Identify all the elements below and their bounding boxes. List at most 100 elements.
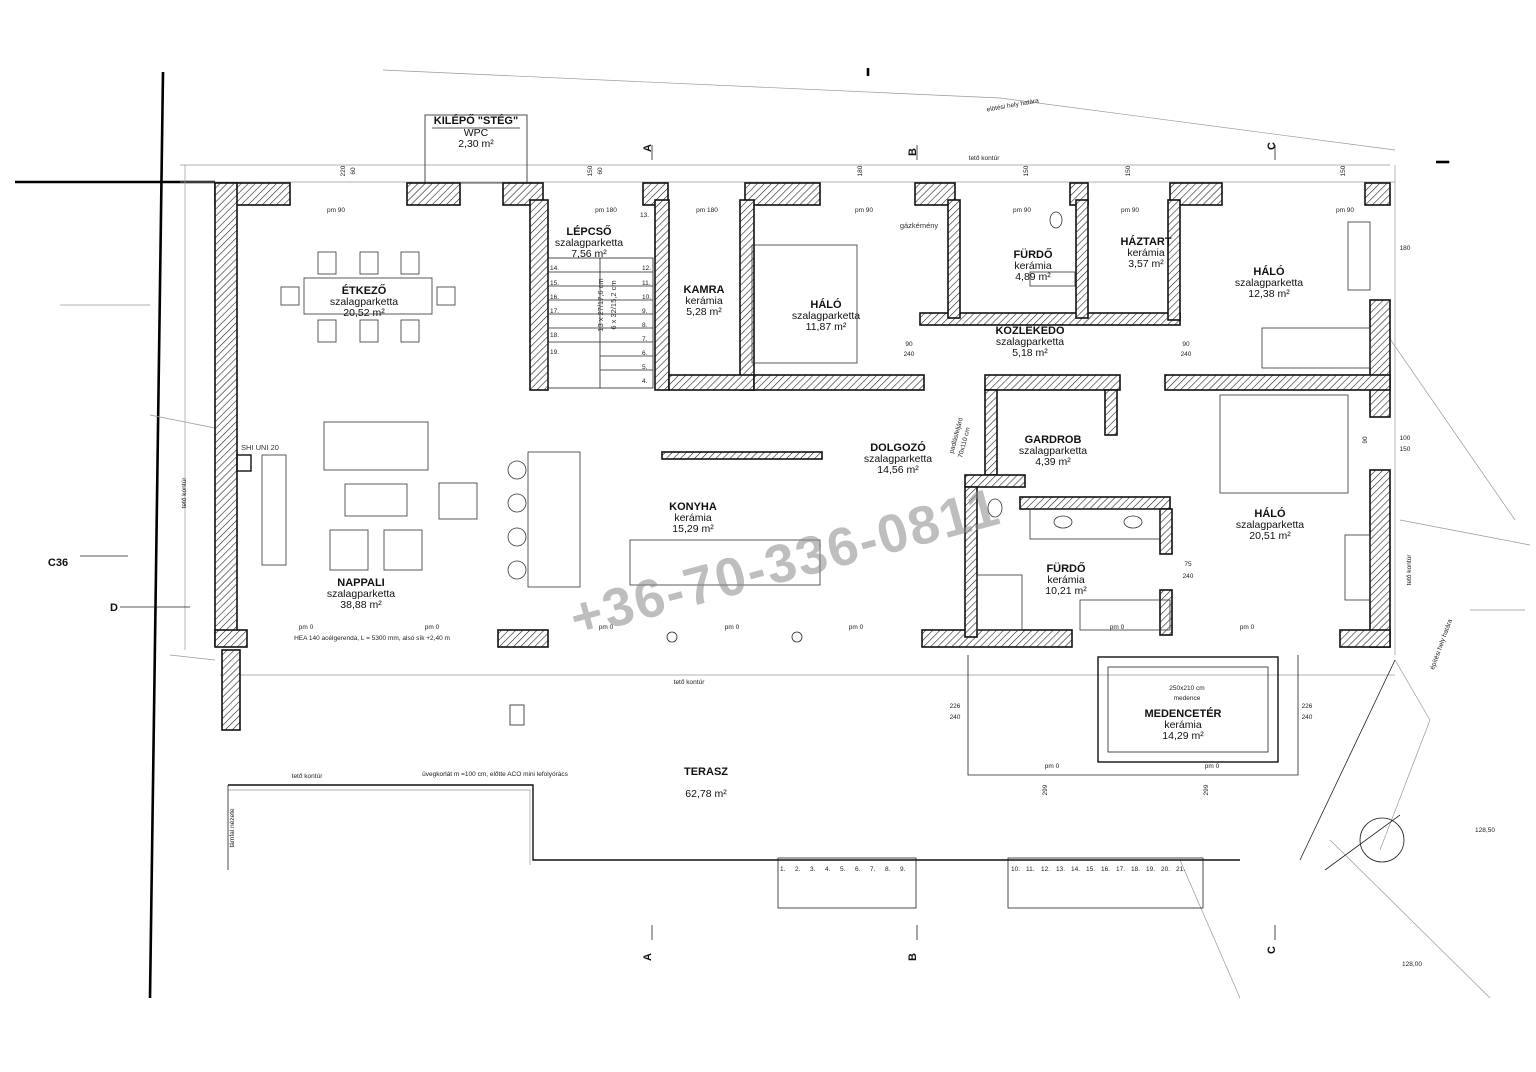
- svg-text:medence: medence: [1174, 695, 1201, 702]
- site-lines: [15, 68, 1531, 999]
- svg-text:kerámia: kerámia: [1014, 260, 1052, 272]
- svg-text:tető kontúr: tető kontúr: [292, 773, 324, 780]
- room-konyha: KONYHA kerámia 15,29 m²: [669, 501, 717, 535]
- svg-text:3.: 3.: [810, 866, 816, 873]
- svg-text:180: 180: [857, 165, 864, 176]
- terrace: [227, 655, 1405, 909]
- room-gardrob: GARDROB szalagparketta 4,39 m²: [1019, 434, 1087, 468]
- svg-text:7.: 7.: [870, 866, 876, 873]
- svg-text:2.: 2.: [795, 866, 801, 873]
- svg-text:KÖZLEKEDŐ: KÖZLEKEDŐ: [995, 324, 1065, 337]
- room-halo-1: HÁLÓ szalagparketta 11,87 m²: [792, 298, 860, 333]
- svg-text:299: 299: [1042, 784, 1049, 795]
- svg-text:GARDROB: GARDROB: [1025, 434, 1082, 446]
- svg-text:150: 150: [1023, 165, 1030, 176]
- svg-text:C: C: [1266, 946, 1278, 954]
- svg-text:250x210 cm: 250x210 cm: [1169, 685, 1204, 692]
- svg-text:5,18 m²: 5,18 m²: [1012, 347, 1048, 359]
- svg-text:építési hely határa: építési hely határa: [1429, 618, 1454, 671]
- svg-text:pm 90: pm 90: [855, 207, 873, 214]
- exterior-walls: [214, 182, 1391, 731]
- svg-text:FÜRDŐ: FÜRDŐ: [1013, 248, 1053, 261]
- svg-text:5.: 5.: [840, 866, 846, 873]
- svg-text:HÁLÓ: HÁLÓ: [1254, 507, 1286, 520]
- svg-text:13.: 13.: [640, 212, 649, 219]
- svg-text:KONYHA: KONYHA: [669, 501, 717, 513]
- svg-text:C36: C36: [48, 557, 68, 569]
- svg-text:226: 226: [950, 703, 961, 710]
- svg-text:HÁZTART: HÁZTART: [1120, 235, 1171, 248]
- svg-text:kerámia: kerámia: [685, 295, 723, 307]
- svg-text:17.: 17.: [1116, 866, 1125, 873]
- svg-text:38,88 m²: 38,88 m²: [340, 599, 382, 611]
- svg-text:10.: 10.: [1011, 866, 1020, 873]
- svg-text:14.: 14.: [550, 265, 559, 272]
- svg-text:szalagparketta: szalagparketta: [327, 588, 395, 600]
- column-icon: [509, 704, 525, 726]
- svg-text:pm 90: pm 90: [1013, 207, 1031, 214]
- svg-text:5,28 m²: 5,28 m²: [686, 306, 722, 318]
- steg: [424, 114, 528, 184]
- svg-text:100: 100: [1400, 435, 1411, 442]
- room-nappali: NAPPALI szalagparketta 38,88 m²: [327, 577, 395, 611]
- room-terasz: TERASZ 62,78 m²: [684, 766, 728, 800]
- room-kozlekedo: KÖZLEKEDŐ szalagparketta 5,18 m²: [995, 324, 1065, 359]
- svg-text:szalagparketta: szalagparketta: [1236, 519, 1304, 531]
- svg-text:pm 0: pm 0: [1205, 763, 1220, 770]
- svg-text:8.: 8.: [885, 866, 891, 873]
- svg-text:18.: 18.: [550, 332, 559, 339]
- svg-text:11,87 m²: 11,87 m²: [806, 321, 847, 333]
- svg-text:12.: 12.: [642, 265, 651, 272]
- svg-text:60: 60: [597, 167, 604, 175]
- svg-text:1.: 1.: [780, 866, 786, 873]
- room-labels: KILÉPŐ "STÉG" WPC 2,30 m² ÉTKEZŐ szalagp…: [327, 114, 1304, 800]
- room-lepcso: LÉPCSŐ szalagparketta 7,56 m²: [555, 225, 623, 260]
- svg-text:90: 90: [905, 341, 913, 348]
- room-halo-3: HÁLÓ szalagparketta 20,51 m²: [1236, 507, 1304, 542]
- svg-text:KILÉPŐ "STÉG": KILÉPŐ "STÉG": [434, 114, 518, 127]
- svg-text:20,51 m²: 20,51 m²: [1249, 530, 1291, 542]
- svg-text:TERASZ: TERASZ: [684, 766, 728, 778]
- svg-text:226: 226: [1302, 703, 1313, 710]
- svg-text:240: 240: [1302, 714, 1313, 721]
- svg-text:9.: 9.: [642, 308, 648, 315]
- svg-text:pm 90: pm 90: [327, 207, 345, 214]
- svg-text:21.: 21.: [1176, 866, 1185, 873]
- svg-text:HEA 140 acélgerenda, L = 5300: HEA 140 acélgerenda, L = 5300 mm, alsó s…: [294, 635, 450, 642]
- svg-text:14,56 m²: 14,56 m²: [877, 464, 919, 476]
- svg-text:pm 180: pm 180: [595, 207, 617, 214]
- svg-text:pm 0: pm 0: [1240, 624, 1255, 631]
- svg-text:150: 150: [1340, 165, 1347, 176]
- svg-text:6 x 32/15,2 cm: 6 x 32/15,2 cm: [609, 280, 618, 329]
- svg-text:15.: 15.: [1086, 866, 1095, 873]
- svg-text:20,52 m²: 20,52 m²: [343, 307, 385, 319]
- svg-text:szalagparketta: szalagparketta: [864, 453, 932, 465]
- svg-text:7,56 m²: 7,56 m²: [571, 248, 607, 260]
- svg-text:SHI UNI 20: SHI UNI 20: [241, 443, 279, 452]
- svg-text:20.: 20.: [1161, 866, 1170, 873]
- svg-text:pm 0: pm 0: [849, 624, 864, 631]
- svg-text:6.: 6.: [855, 866, 861, 873]
- room-halo-2: HÁLÓ szalagparketta 12,38 m²: [1235, 265, 1303, 300]
- svg-text:240: 240: [904, 351, 915, 358]
- svg-text:150: 150: [1125, 165, 1132, 176]
- room-dolgozo: DOLGOZÓ szalagparketta 14,56 m²: [864, 441, 932, 476]
- svg-text:14,29 m²: 14,29 m²: [1162, 730, 1204, 742]
- svg-text:128,00: 128,00: [1402, 961, 1422, 968]
- svg-text:90: 90: [1182, 341, 1190, 348]
- svg-text:A: A: [642, 144, 654, 152]
- svg-text:128,50: 128,50: [1475, 827, 1495, 834]
- svg-text:8.: 8.: [642, 322, 648, 329]
- column-icon: [791, 631, 803, 643]
- svg-text:180: 180: [1400, 245, 1411, 252]
- stove-icon: [236, 454, 252, 472]
- svg-text:pm 180: pm 180: [696, 207, 718, 214]
- svg-text:4.: 4.: [825, 866, 831, 873]
- section-markers: [80, 145, 1276, 940]
- svg-text:150: 150: [587, 165, 594, 176]
- svg-text:pm 0: pm 0: [425, 624, 440, 631]
- column-icon: [666, 631, 678, 643]
- svg-text:támfal nézete: támfal nézete: [229, 808, 236, 847]
- svg-text:D: D: [110, 602, 118, 614]
